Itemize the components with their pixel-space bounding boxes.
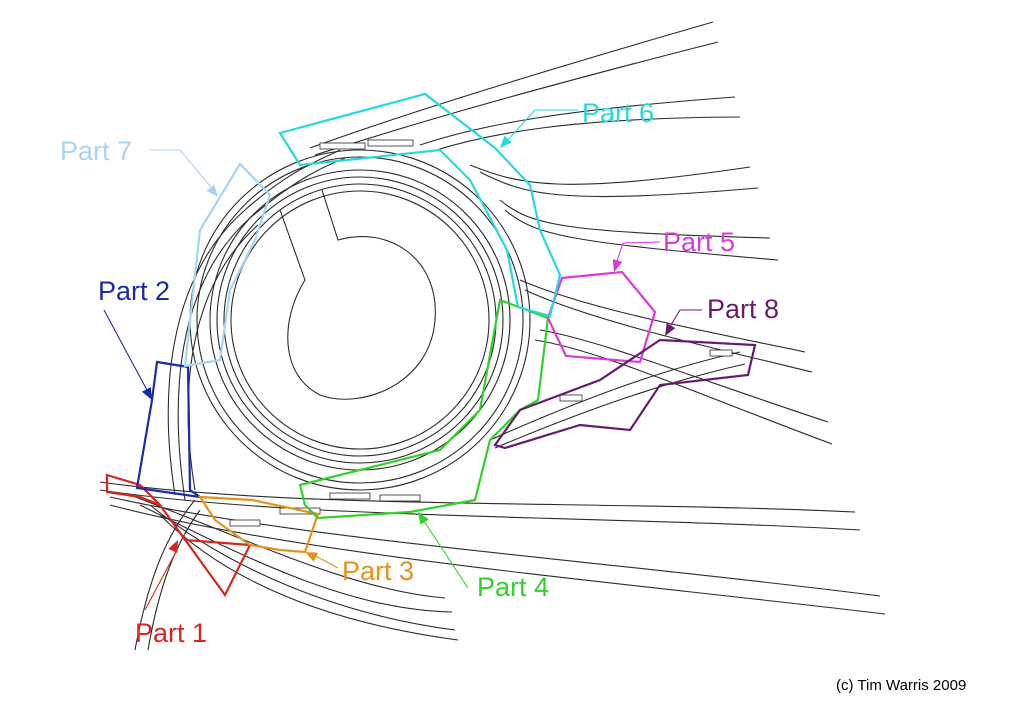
part6-leader xyxy=(504,109,578,144)
part7-arrowhead xyxy=(206,184,218,197)
part7-outline xyxy=(183,162,272,368)
part-outlines xyxy=(105,92,757,598)
part5-outline xyxy=(546,270,657,364)
label-part-3: Part 3 xyxy=(342,556,414,586)
part4-outline xyxy=(298,298,550,520)
label-part-2: Part 2 xyxy=(98,276,170,306)
sleepers xyxy=(229,139,733,527)
part4-leader xyxy=(421,517,469,589)
helix xyxy=(189,149,531,491)
part8-arrowhead xyxy=(665,323,676,336)
label-part-8: Part 8 xyxy=(707,294,779,324)
part8-outline xyxy=(493,338,757,450)
left-curve-tracks xyxy=(167,149,346,501)
part7-leader xyxy=(150,149,216,193)
part2-leader xyxy=(103,309,149,393)
part1-leader xyxy=(144,547,179,611)
part6-arrowhead xyxy=(500,135,512,148)
label-leaders xyxy=(103,109,702,611)
part4-arrowhead xyxy=(418,512,429,525)
copyright-notice: (c) Tim Warris 2009 xyxy=(836,677,967,694)
part8-leader xyxy=(667,309,702,331)
label-part-1: Part 1 xyxy=(135,618,207,648)
label-part-4: Part 4 xyxy=(477,572,549,602)
part6-outline xyxy=(278,92,562,318)
part3-arrowhead xyxy=(305,552,318,562)
lower-tracks xyxy=(99,481,886,651)
part5-arrowhead xyxy=(612,259,623,272)
part1-outline xyxy=(105,473,252,598)
part3-outline xyxy=(197,495,320,554)
part2-arrowhead xyxy=(141,387,152,400)
part1-arrowhead xyxy=(168,540,178,553)
label-part-6: Part 6 xyxy=(582,98,654,128)
label-part-5: Part 5 xyxy=(663,227,735,257)
label-part-7: Part 7 xyxy=(60,136,132,166)
